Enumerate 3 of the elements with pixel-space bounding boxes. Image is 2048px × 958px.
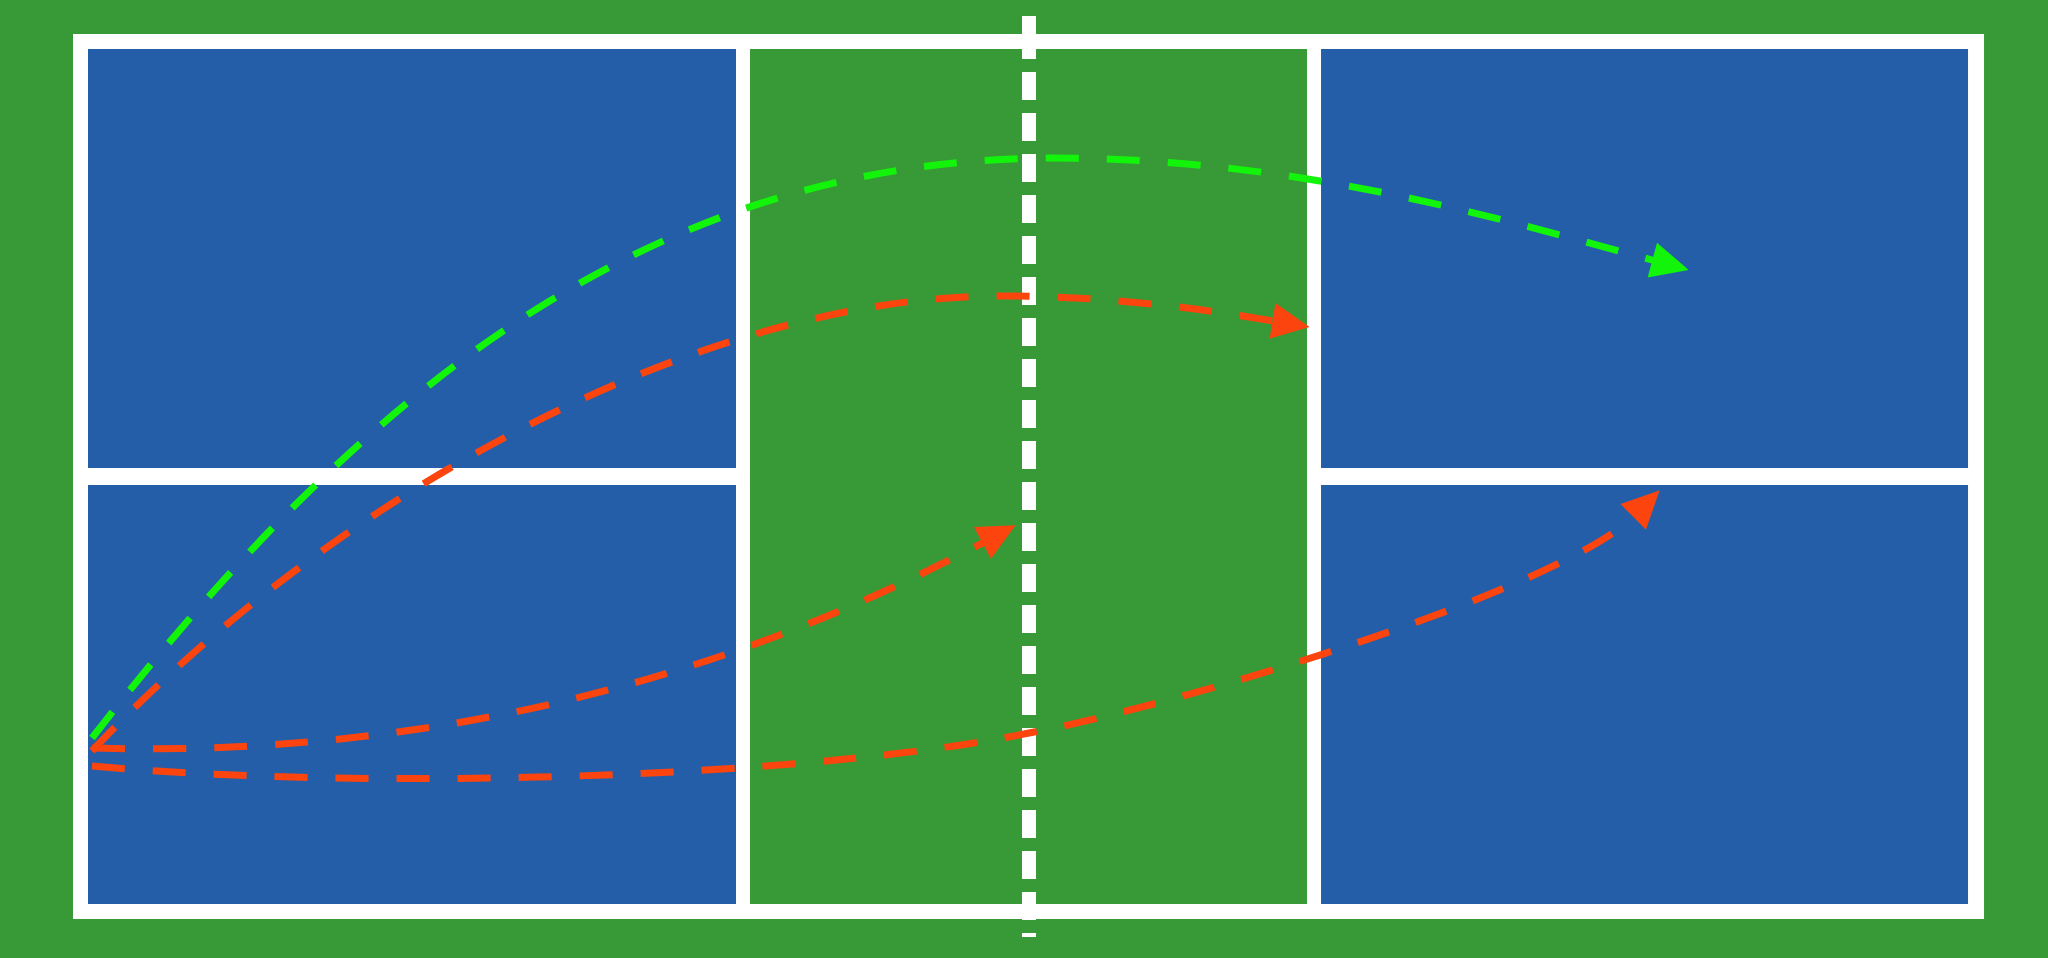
service-box [1321,49,1969,468]
service-box [1321,485,1969,904]
service-box [88,485,736,904]
